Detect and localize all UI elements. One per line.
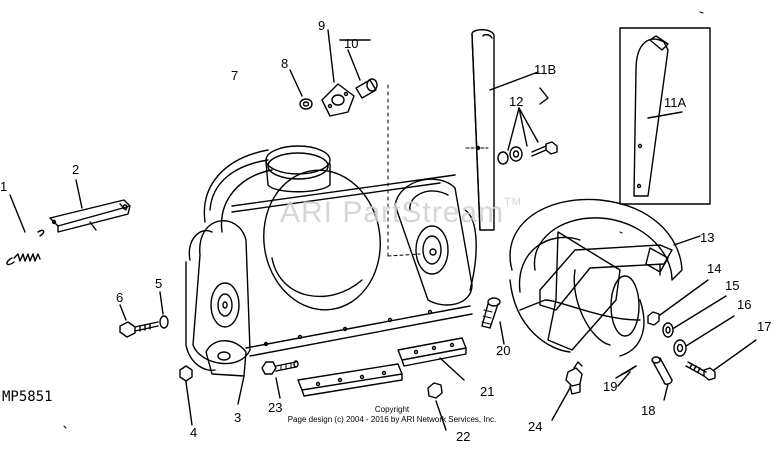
- callout-19: 19: [603, 379, 618, 394]
- callout-22: 22: [456, 429, 471, 444]
- watermark-trademark: TM: [504, 196, 522, 208]
- callout-24: 24: [528, 419, 543, 434]
- callout-18: 18: [641, 403, 656, 418]
- part-5-washer: [159, 291, 169, 329]
- model-code: MP5851: [2, 389, 53, 405]
- stray-marks: [63, 11, 704, 429]
- copyright-text: Page design (c) 2004 - 2016 by ARI Netwo…: [287, 415, 497, 424]
- part-23-bolt: [261, 360, 299, 399]
- part-8-washer: [289, 69, 313, 110]
- callout-1: 1: [0, 179, 8, 194]
- part-7-auger-housing: [185, 145, 477, 372]
- watermark: ARI PartStreamTM: [280, 196, 522, 230]
- part-11a-inset: [619, 27, 711, 205]
- part-1-spring: [6, 194, 45, 266]
- part-21-scraper-bar: [297, 337, 467, 397]
- callout-6: 6: [116, 290, 124, 305]
- callout-9: 9: [318, 18, 326, 33]
- callout-23: 23: [268, 400, 283, 415]
- part-6-bolt: [119, 304, 159, 338]
- callout-10: 10: [344, 36, 359, 51]
- callout-11b: 11B: [534, 62, 557, 77]
- copyright-notice: Copyright Page design (c) 2004 - 2016 by…: [262, 405, 522, 425]
- callout-3: 3: [234, 410, 242, 425]
- part-12-hardware: [497, 107, 558, 165]
- callout-14: 14: [707, 261, 722, 276]
- part-22-nut: [427, 382, 447, 431]
- part-4-nut: [179, 365, 193, 426]
- callout-21: 21: [480, 384, 495, 399]
- callout-4: 4: [190, 425, 198, 440]
- callout-15: 15: [725, 278, 740, 293]
- part-15-washer: [662, 295, 727, 338]
- watermark-text: ARI PartStream: [280, 196, 505, 229]
- callout-2: 2: [72, 162, 80, 177]
- callout-12: 12: [509, 94, 524, 109]
- callout-17: 17: [757, 319, 772, 334]
- callout-20: 20: [496, 343, 511, 358]
- part-24-grease-fitting: [551, 361, 583, 421]
- part-18-pin: [651, 356, 673, 401]
- part-13-auger: [509, 198, 701, 357]
- callout-7: 7: [231, 68, 239, 83]
- callout-16: 16: [737, 297, 752, 312]
- part-11b-rod: [465, 29, 549, 231]
- callout-11a: 11A: [664, 95, 687, 110]
- copyright-title: Copyright: [374, 405, 410, 414]
- part-17-bolt: [685, 339, 757, 381]
- part-19-clip: [615, 365, 637, 387]
- callout-8: 8: [281, 56, 289, 71]
- part-3-skid-shoe: [205, 340, 247, 405]
- callout-13: 13: [700, 230, 715, 245]
- part-16-washer: [673, 315, 735, 357]
- part-20-bolt: [481, 297, 505, 345]
- part-2-bracket: [49, 179, 131, 233]
- callout-5: 5: [155, 276, 163, 291]
- part-10-bushing: [339, 39, 421, 257]
- part-14-nut: [647, 279, 709, 326]
- part-9-bushing-flange: [321, 29, 355, 117]
